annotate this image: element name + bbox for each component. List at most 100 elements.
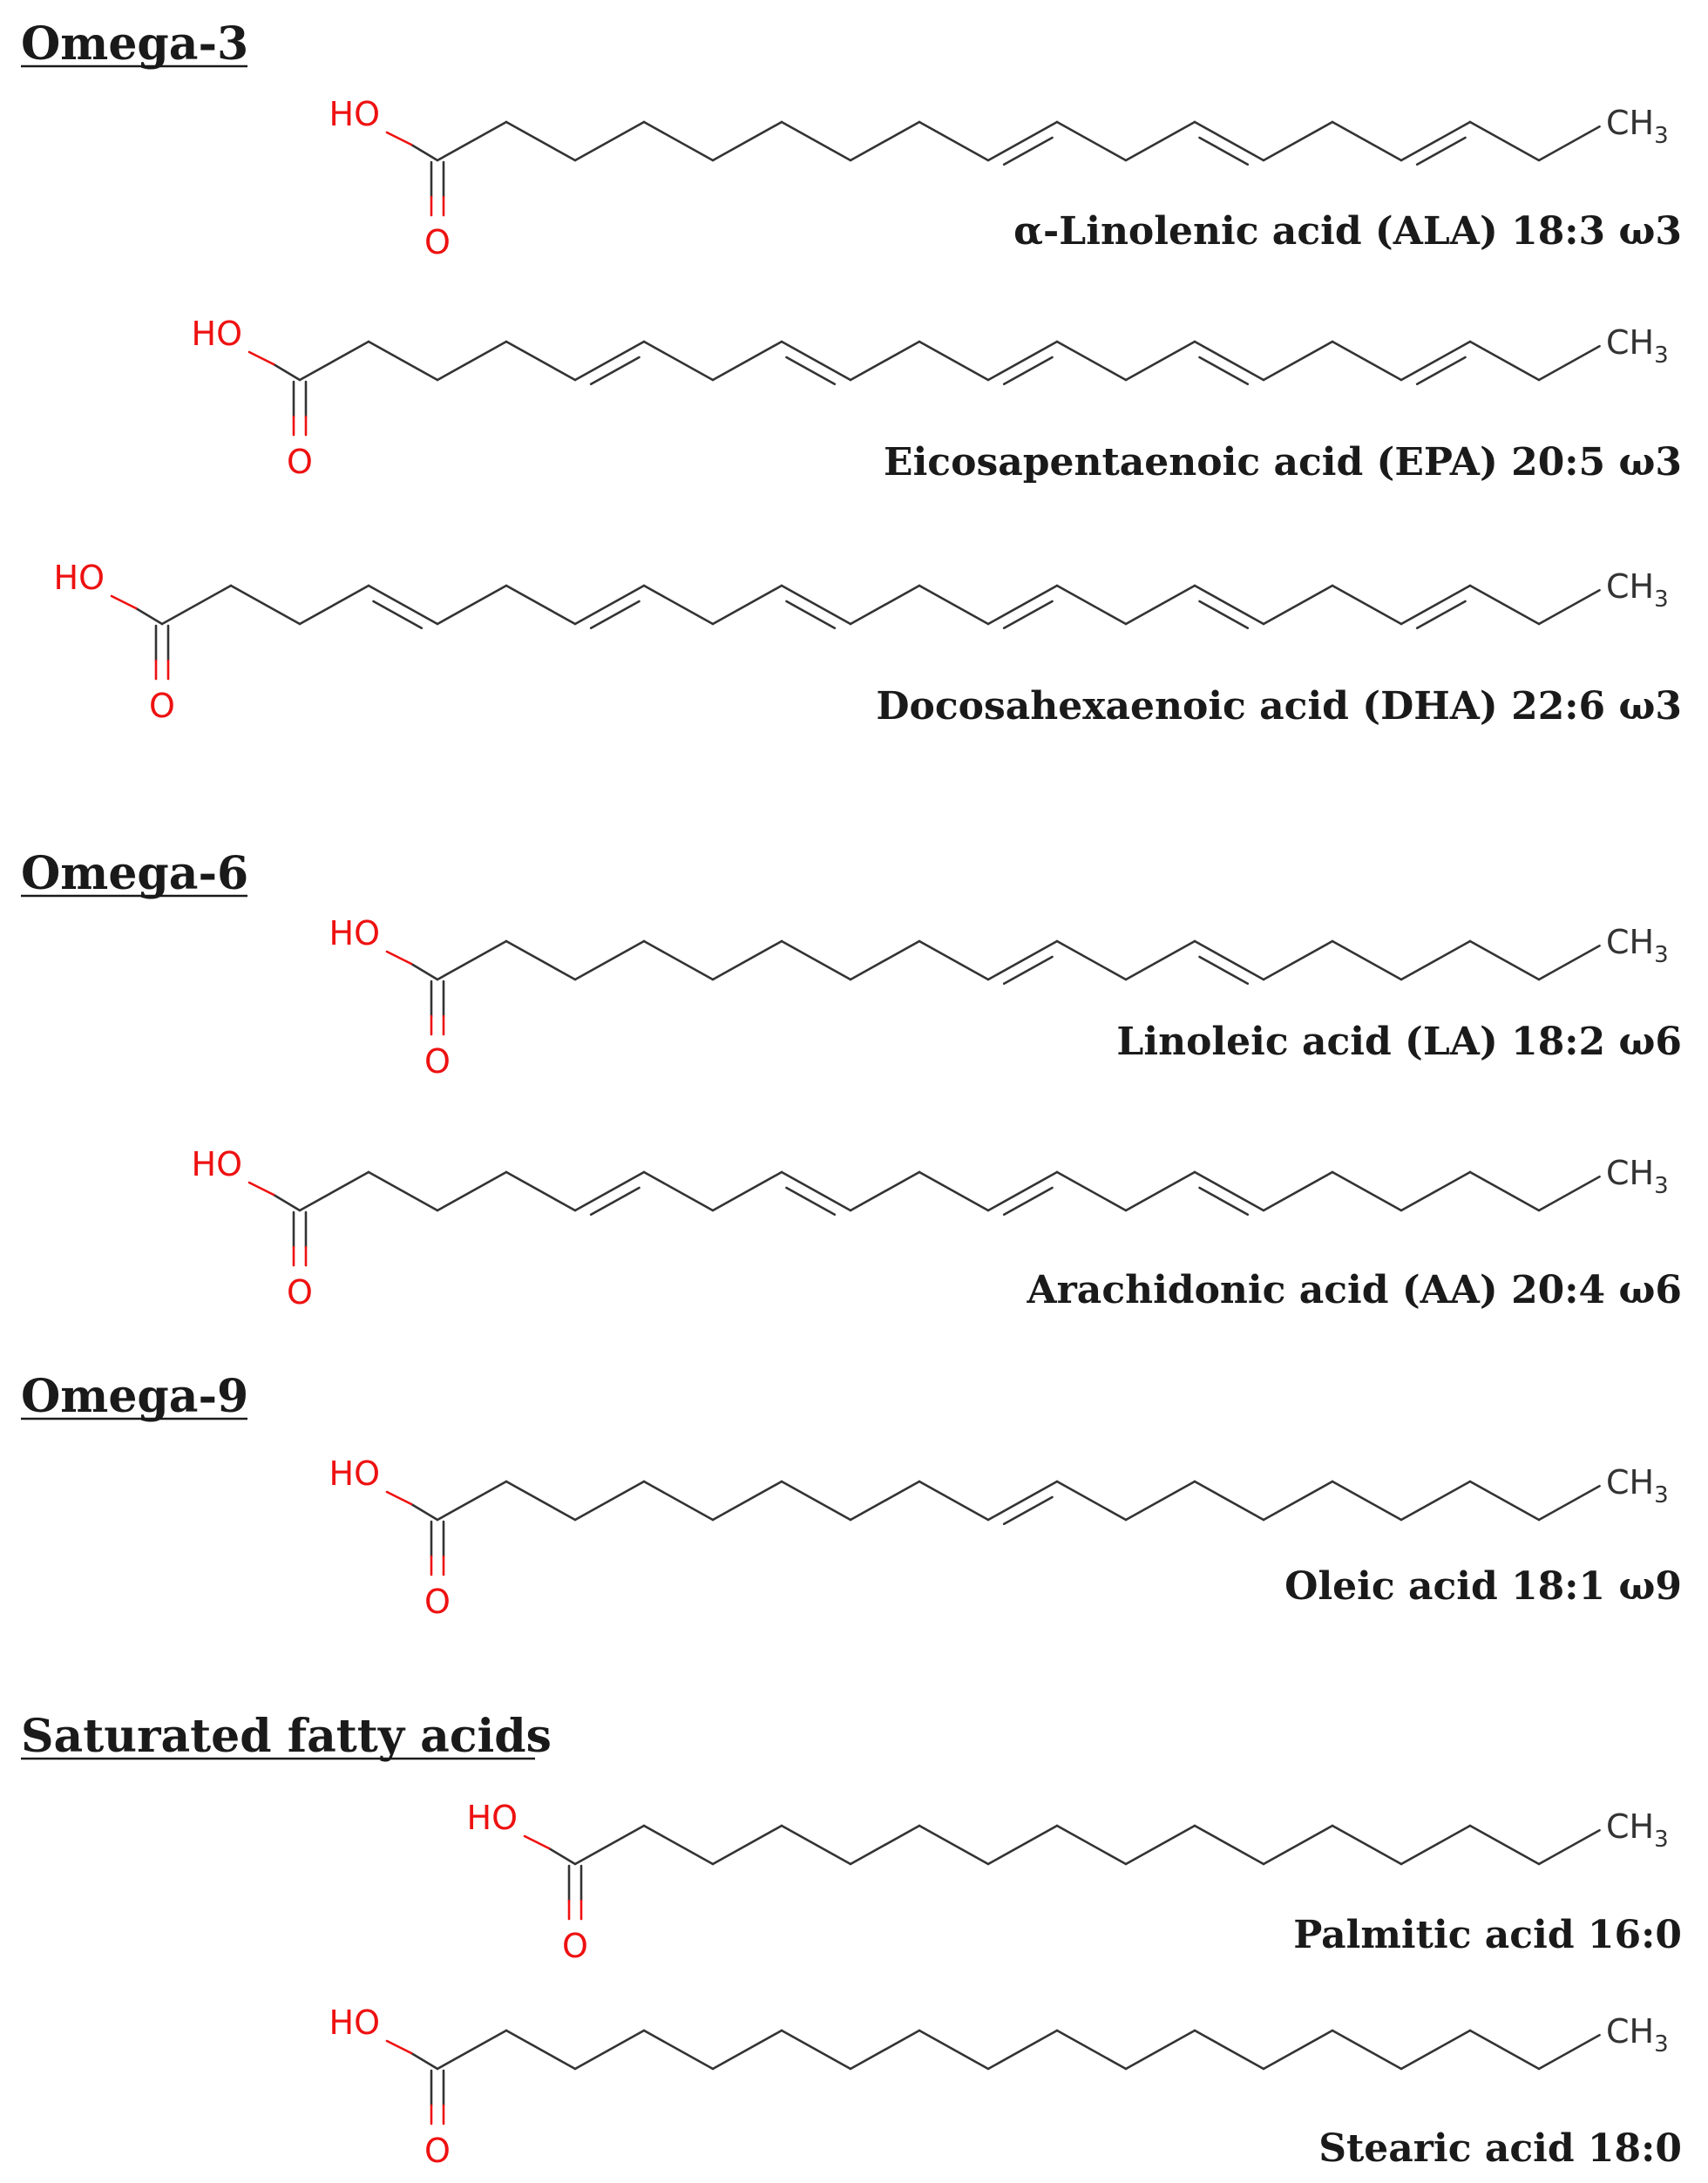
carbon-bond xyxy=(1124,1824,1196,1866)
hydroxyl-bond xyxy=(385,131,413,146)
carbon-bond xyxy=(1331,120,1403,162)
carbon-bond xyxy=(1537,2033,1601,2071)
carbon-bond xyxy=(436,340,508,382)
carbon-bond xyxy=(1193,120,1265,162)
carbon-bond xyxy=(1193,1480,1265,1522)
carbon-bond xyxy=(642,2029,715,2071)
carbonyl-oxygen-label: O xyxy=(424,223,451,261)
methyl-text: CH xyxy=(1606,1807,1654,1846)
methyl-subscript: 3 xyxy=(1654,342,1669,369)
methyl-text: CH xyxy=(1606,923,1654,961)
carbon-bond xyxy=(780,1480,852,1522)
carbon-bond xyxy=(1055,584,1128,626)
acid-name-aa: Arachidonic acid (AA) 20:4 ω6 xyxy=(1026,1268,1682,1312)
carbon-bond xyxy=(1124,1170,1196,1212)
methyl-label: CH3 xyxy=(1606,567,1669,613)
carbon-bond xyxy=(1468,1170,1541,1212)
carbon-bond xyxy=(1055,2029,1128,2071)
double-bond-line xyxy=(1415,600,1467,630)
double-bond-line xyxy=(589,600,640,630)
carbon-bond xyxy=(986,1170,1059,1212)
carbon-bond xyxy=(1262,340,1334,382)
carbon-bond xyxy=(1193,1170,1265,1212)
carbon-bond xyxy=(918,584,990,626)
carbon-bond xyxy=(505,584,577,626)
methyl-subscript: 3 xyxy=(1654,2031,1669,2058)
carbon-bond xyxy=(918,1170,990,1212)
carbon-bond xyxy=(1537,1175,1601,1212)
carbon-bond xyxy=(1400,2029,1472,2071)
carbon-bond xyxy=(642,1480,715,1522)
double-bond-line xyxy=(1002,1495,1054,1526)
carbon-bond xyxy=(573,2029,646,2071)
carbon-bond xyxy=(436,939,508,981)
carbon-bond xyxy=(436,2029,508,2071)
carbon-bond xyxy=(1124,939,1196,981)
carbon-bond xyxy=(1124,1480,1196,1522)
carbon-bond xyxy=(986,340,1059,382)
carbon-bond xyxy=(160,584,233,626)
carbon-bond xyxy=(1537,588,1601,626)
methyl-label: CH3 xyxy=(1606,1463,1669,1508)
double-bond-line xyxy=(785,356,837,386)
carbon-bond xyxy=(1400,939,1472,981)
hydroxyl-bond xyxy=(247,1181,275,1197)
hydroxyl-bond xyxy=(247,350,275,366)
carbon-bond xyxy=(573,1480,646,1522)
methyl-label: CH3 xyxy=(1606,323,1669,369)
carbon-bond xyxy=(918,2029,990,2071)
carbon-bond xyxy=(986,2029,1059,2071)
carbon-bond xyxy=(780,120,852,162)
methyl-subscript: 3 xyxy=(1654,1173,1669,1199)
acid-name-epa: Eicosapentaenoic acid (EPA) 20:5 ω3 xyxy=(884,440,1682,485)
carbon-bond xyxy=(986,1824,1059,1866)
carbon-bond xyxy=(229,584,302,626)
carbonyl-oxygen-label: O xyxy=(287,1273,313,1312)
carbon-bond xyxy=(1537,1484,1601,1522)
carbonyl-oxygen-label: O xyxy=(424,2132,451,2170)
carbon-bond xyxy=(849,1824,921,1866)
carboxyl-bond xyxy=(134,607,164,626)
carbon-bond xyxy=(1055,340,1128,382)
hydroxyl-bond xyxy=(523,1834,551,1850)
carbon-bond xyxy=(1468,120,1541,162)
carbon-bond xyxy=(849,1480,921,1522)
acid-name-oleic: Oleic acid 18:1 ω9 xyxy=(1284,1564,1682,1609)
carbon-bond xyxy=(1468,2029,1541,2071)
double-bond-line xyxy=(1198,1186,1250,1217)
hydroxyl-label: HO xyxy=(54,559,105,597)
carbon-bond xyxy=(711,1480,783,1522)
carbon-bond xyxy=(711,2029,783,2071)
carbon-bond xyxy=(918,939,990,981)
carbon-bond xyxy=(1537,944,1601,981)
carbon-bond xyxy=(642,1170,715,1212)
carbon-bond xyxy=(780,584,852,626)
double-bond-line xyxy=(372,600,424,630)
carbon-bond xyxy=(436,1480,508,1522)
carbonyl-oxygen-label: O xyxy=(149,687,175,725)
carbon-bond xyxy=(1193,2029,1265,2071)
methyl-text: CH xyxy=(1606,323,1654,362)
carbonyl-oxygen-label: O xyxy=(562,1927,588,1965)
acid-name-stearic: Stearic acid 18:0 xyxy=(1318,2126,1682,2171)
carbon-bond xyxy=(849,120,921,162)
carbon-bond xyxy=(436,1170,508,1212)
hydroxyl-bond xyxy=(385,950,413,966)
carbon-bond xyxy=(849,1170,921,1212)
hydroxyl-bond xyxy=(385,2039,413,2055)
carbon-bond xyxy=(1331,584,1403,626)
carbon-bond xyxy=(1537,1828,1601,1866)
carbon-bond xyxy=(573,939,646,981)
carbon-bond xyxy=(1331,1824,1403,1866)
carbon-bond xyxy=(298,340,370,382)
carbon-bond xyxy=(436,120,508,162)
carbon-bond xyxy=(918,340,990,382)
section-heading: Omega-3 xyxy=(21,17,248,71)
carbon-bond xyxy=(1055,939,1128,981)
